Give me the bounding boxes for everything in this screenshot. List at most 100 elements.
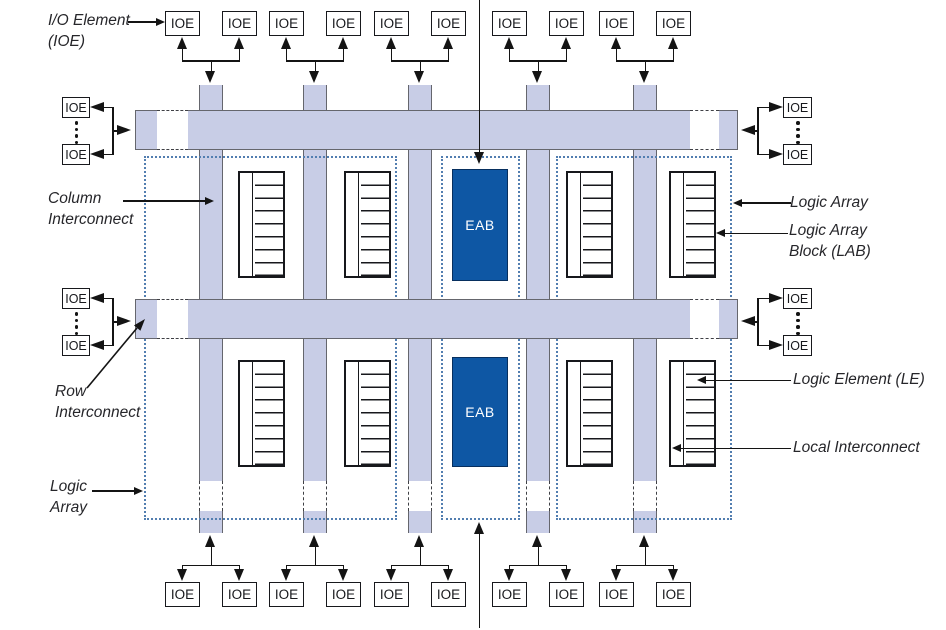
connector-line — [616, 564, 674, 566]
arrow-left-icon — [90, 149, 104, 159]
connector-line — [508, 565, 510, 571]
row-interconnect-bar — [135, 110, 157, 150]
arrow-left-icon — [741, 125, 755, 135]
label-line: Logic Element (LE) — [793, 371, 925, 388]
logic-elements — [582, 362, 611, 465]
connector-line — [286, 564, 344, 566]
arrow-right-icon — [769, 149, 783, 159]
column-interconnect-bar — [526, 511, 550, 533]
connector-line — [753, 321, 759, 323]
callout-line — [724, 232, 788, 234]
connector-line — [419, 546, 421, 566]
arrow-up-icon — [443, 37, 453, 49]
right-ioe-group: IOE IOE — [741, 97, 813, 165]
eab-block: EAB — [452, 169, 508, 281]
connector-line — [644, 61, 646, 72]
label-row-interconnect: Row Interconnect — [55, 381, 140, 423]
label-io-element: I/O Element (IOE) — [48, 10, 130, 52]
ioe-box: IOE — [165, 11, 200, 36]
column-interconnect-bar — [199, 85, 223, 110]
ellipsis-dot — [74, 318, 78, 322]
connector-line — [182, 564, 240, 566]
logic-elements — [360, 362, 389, 465]
ellipsis-dot — [796, 134, 800, 138]
label-line: Array — [50, 499, 88, 516]
row-interconnect-callout-arrow — [86, 319, 145, 389]
connector-line — [757, 297, 770, 299]
connector-line — [447, 565, 449, 571]
arrow-left-icon — [741, 316, 755, 326]
arrowhead-left-icon — [716, 229, 725, 237]
connector-line — [103, 297, 113, 299]
ioe-box: IOE — [656, 582, 691, 607]
ioe-box: IOE — [599, 11, 634, 36]
ioe-box: IOE — [269, 582, 304, 607]
arrow-down-icon — [205, 71, 215, 83]
connector-line — [672, 49, 674, 61]
ellipsis-dot — [74, 121, 78, 125]
connector-line — [181, 565, 183, 571]
ioe-box: IOE — [374, 11, 409, 36]
label-local-interconnect: Local Interconnect — [793, 437, 920, 458]
arrow-down-icon — [281, 569, 291, 581]
connector-line — [314, 546, 316, 566]
arrow-left-icon — [90, 293, 104, 303]
connector-line — [210, 546, 212, 566]
arrow-right-icon — [769, 340, 783, 350]
ioe-box: IOE — [269, 11, 304, 36]
row-interconnect-break — [157, 299, 188, 339]
ioe-box: IOE — [492, 11, 527, 36]
arrow-up-icon — [611, 37, 621, 49]
connector-line — [447, 49, 449, 61]
column-interconnect-break — [526, 481, 550, 511]
logic-array-block — [238, 360, 285, 467]
label-logic-array-left: Logic Array — [50, 476, 87, 518]
connector-line — [112, 298, 114, 346]
ellipsis-dot — [74, 312, 78, 316]
connector-line — [238, 49, 240, 61]
local-interconnect-strip — [671, 173, 684, 276]
arrow-up-icon — [504, 37, 514, 49]
connector-line — [112, 107, 114, 155]
arrow-down-icon — [504, 569, 514, 581]
connector-line — [113, 321, 119, 323]
right-ioe-group: IOE IOE — [741, 288, 813, 356]
ioe-box: IOE — [62, 144, 90, 165]
label-column-interconnect: Column Interconnect — [48, 188, 133, 230]
column-interconnect-break — [633, 481, 657, 511]
label-logic-array-right: Logic Array — [790, 192, 868, 213]
arrow-up-icon — [639, 535, 649, 547]
label-line: Row — [55, 383, 87, 400]
connector-line — [390, 49, 392, 61]
connector-line — [616, 60, 674, 62]
connector-line — [753, 130, 759, 132]
local-interconnect-strip — [240, 362, 253, 465]
top-ioe-group: IOE IOE — [599, 11, 691, 85]
ioe-box: IOE — [783, 144, 812, 165]
connector-line — [285, 565, 287, 571]
left-ioe-group: IOE IOE — [62, 288, 134, 356]
bottom-ioe-group: IOE IOE — [165, 535, 257, 607]
ioe-box: IOE — [783, 97, 812, 118]
arrowhead-right-icon — [205, 196, 214, 205]
row-interconnect-break — [690, 110, 719, 150]
arrow-down-icon — [532, 71, 542, 83]
logic-array-block — [344, 171, 391, 278]
column-interconnect-bar — [633, 85, 657, 110]
arrow-up-icon — [561, 37, 571, 49]
logic-elements — [360, 173, 389, 276]
connector-line — [103, 344, 113, 346]
arrow-up-icon — [338, 37, 348, 49]
label-line: Logic — [50, 478, 88, 495]
connector-line — [537, 61, 539, 72]
arrow-down-icon — [473, 152, 484, 164]
connector-line — [508, 49, 510, 61]
top-ioe-group: IOE IOE — [269, 11, 361, 85]
arrow-down-icon — [177, 569, 187, 581]
row-interconnect-bar — [188, 110, 690, 150]
connector-line — [615, 49, 617, 61]
callout-line — [128, 21, 158, 23]
logic-array-block — [566, 171, 613, 278]
connector-line — [757, 153, 770, 155]
ellipsis-dot — [796, 312, 800, 316]
